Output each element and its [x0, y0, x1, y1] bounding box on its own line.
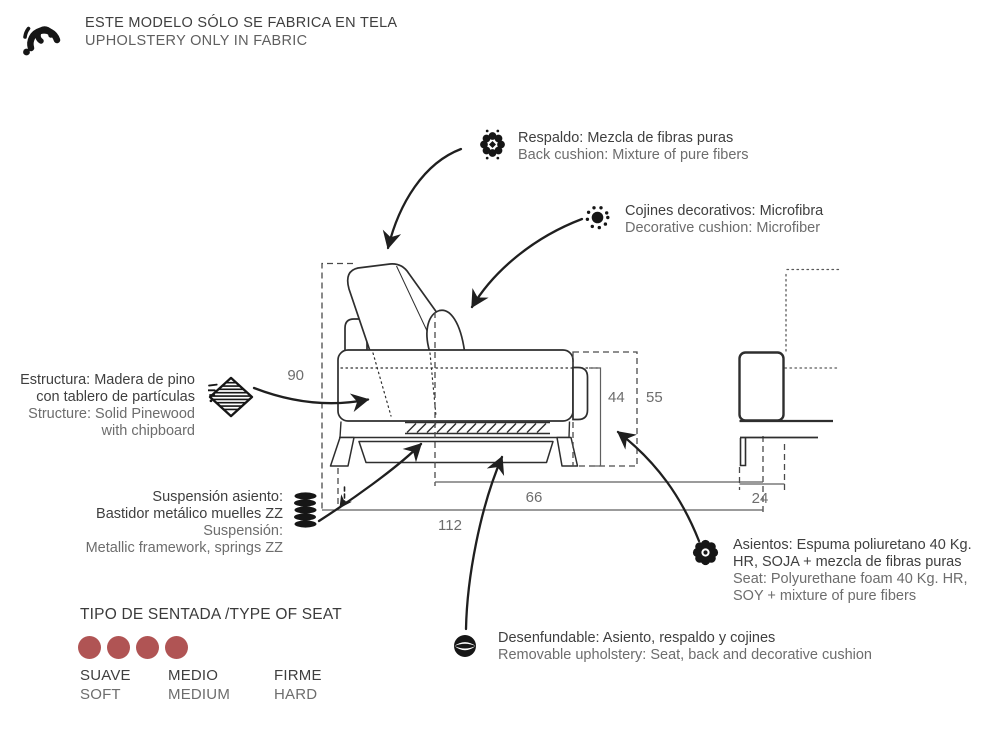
sofa-leg-right — [556, 436, 579, 467]
seat-firmness-dot — [136, 636, 159, 659]
seat-firmness-dot — [78, 636, 101, 659]
chipboard-icon — [208, 376, 254, 418]
header-note: ESTE MODELO SÓLO SE FABRICA EN TELA UPHO… — [85, 15, 397, 50]
callout-respaldo-en: Back cushion: Mixture of pure fibers — [518, 147, 749, 163]
callout-suspension-es2: Bastidor metálico muelles ZZ — [96, 506, 283, 522]
callout-asientos: Asientos: Espuma poliuretano 40 Kg. HR, … — [733, 537, 972, 605]
armrest-front-view: 24 — [738, 268, 841, 507]
seat-level-hard: FIRME HARD — [274, 667, 322, 703]
callout-asientos-en1: Seat: Polyurethane foam 40 Kg. HR, — [733, 571, 968, 587]
callout-estructura-es2: con tablero de partículas — [36, 389, 195, 405]
callout-cojines-es: Cojines decorativos: Microfibra — [625, 203, 824, 219]
plinth — [358, 440, 554, 464]
callout-asientos-es1: Asientos: Espuma poliuretano 40 Kg. — [733, 537, 972, 553]
header-note-es: ESTE MODELO SÓLO SE FABRICA EN TELA — [85, 15, 398, 31]
springs-icon — [292, 491, 319, 530]
callout-estructura-es1: Estructura: Madera de pino — [20, 372, 195, 388]
dim-112-label: 112 — [438, 517, 462, 534]
seat-level-medium: MEDIO MEDIUM — [168, 667, 231, 703]
leader-cojines — [470, 217, 584, 309]
seat-firmness-dot — [165, 636, 188, 659]
leader-arrows — [252, 147, 701, 631]
sofa-side-view — [329, 263, 599, 467]
seat-body — [337, 349, 574, 422]
dimension-back-height: 90 — [287, 262, 353, 512]
header-note-en: UPHOLSTERY ONLY IN FABRIC — [85, 32, 308, 49]
leader-suspension-small — [339, 494, 352, 509]
callout-suspension-en1: Suspensión: — [203, 523, 283, 539]
dim-66-label: 66 — [526, 489, 543, 506]
callout-respaldo-es: Respaldo: Mezcla de fibras puras — [518, 130, 734, 146]
callout-suspension-en2: Metallic framework, springs ZZ — [85, 540, 283, 556]
callout-suspension-es1: Suspensión asiento: — [152, 489, 283, 505]
callout-estructura: Estructura: Madera de pino con tablero d… — [10, 372, 195, 440]
seat-firmness-dot — [107, 636, 130, 659]
microfiber-sun-icon — [584, 204, 611, 231]
dim-44-label: 44 — [608, 389, 625, 406]
callout-cojines: Cojines decorativos: Microfibra Decorati… — [625, 203, 823, 237]
leader-asientos — [616, 430, 701, 543]
callout-desenfundable-en: Removable upholstery: Seat, back and dec… — [498, 647, 872, 663]
armrest-leg — [739, 438, 747, 467]
foam-gear-icon — [691, 538, 720, 567]
fabric-brand-icon — [18, 13, 66, 59]
callout-desenfundable-es: Desenfundable: Asiento, respaldo y cojin… — [498, 630, 776, 646]
dim-24-label: 24 — [752, 490, 769, 507]
callout-cojines-en: Decorative cushion: Microfiber — [625, 220, 821, 236]
sofa-leg-left — [329, 436, 355, 467]
armrest-box — [738, 351, 785, 422]
leader-estructura — [252, 386, 370, 413]
dim-55-label: 55 — [646, 389, 663, 406]
decorative-cushion — [426, 309, 466, 352]
leader-respaldo — [382, 147, 463, 250]
callout-estructura-en2: with chipboard — [101, 423, 196, 439]
callout-respaldo: Respaldo: Mezcla de fibras puras Back cu… — [518, 130, 749, 164]
callout-estructura-en1: Structure: Solid Pinewood — [28, 406, 195, 422]
fiber-cluster-icon — [477, 129, 508, 160]
callout-asientos-es2: HR, SOJA + mezcla de fibras puras — [733, 554, 962, 570]
dim-90-label: 90 — [287, 367, 304, 384]
dimension-depths: 66 112 — [322, 312, 764, 534]
leader-suspension — [317, 442, 423, 523]
seat-firmness-dots — [78, 636, 188, 659]
seat-level-soft: SUAVE SOFT — [80, 667, 131, 703]
callout-desenfundable: Desenfundable: Asiento, respaldo y cojin… — [498, 630, 872, 664]
seat-type-title: TIPO DE SENTADA /TYPE OF SEAT — [80, 606, 342, 623]
spring-hatch — [405, 421, 550, 435]
zipper-cushion-icon — [452, 631, 478, 663]
callout-suspension: Suspensión asiento: Bastidor metálico mu… — [30, 489, 283, 557]
leader-desenfundable — [464, 455, 505, 631]
callout-asientos-en2: SOY + mixture of pure fibers — [733, 588, 917, 604]
dimension-heights: 44 55 — [572, 351, 663, 467]
armrest-cap — [572, 366, 589, 421]
